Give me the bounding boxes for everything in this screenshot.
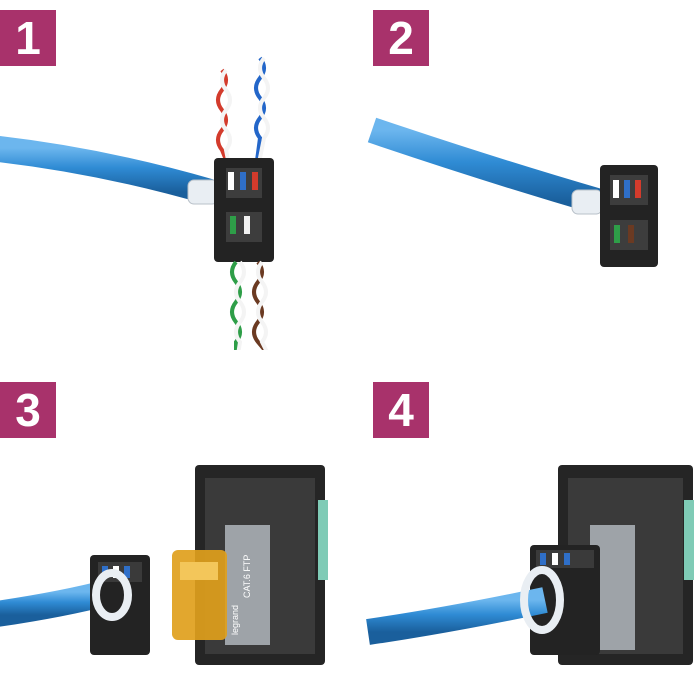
network-cable (0, 136, 214, 205)
wire-pair-blue (254, 56, 266, 169)
step-4-panel: 4 (350, 350, 700, 700)
cable-clip (92, 569, 132, 621)
step-2-panel: 2 (350, 0, 700, 350)
wire-pair-brown (252, 260, 268, 350)
cable-clip (187, 179, 219, 205)
step-3-panel: legrand CAT.6 FTP 3 (0, 350, 350, 700)
wire-pair-red (216, 68, 232, 171)
step-1-badge: 1 (0, 10, 56, 66)
step-1-panel: 1 (0, 0, 350, 350)
step-3-illustration: legrand CAT.6 FTP (0, 465, 328, 665)
step-1-illustration (0, 56, 274, 350)
step-2-illustration (367, 117, 658, 267)
cable-clip (571, 189, 603, 215)
step-4-badge: 4 (373, 382, 429, 438)
socket-module (225, 525, 270, 645)
wire-pair-green (230, 260, 242, 350)
cable-clip (520, 566, 564, 634)
socket-brand-label: legrand (230, 605, 240, 635)
network-cable (367, 117, 604, 215)
step-3-badge: 3 (0, 382, 56, 438)
step-2-badge: 2 (373, 10, 429, 66)
network-cable (366, 587, 548, 645)
step-4-illustration (366, 465, 694, 665)
socket-category-label: CAT.6 FTP (242, 555, 252, 598)
